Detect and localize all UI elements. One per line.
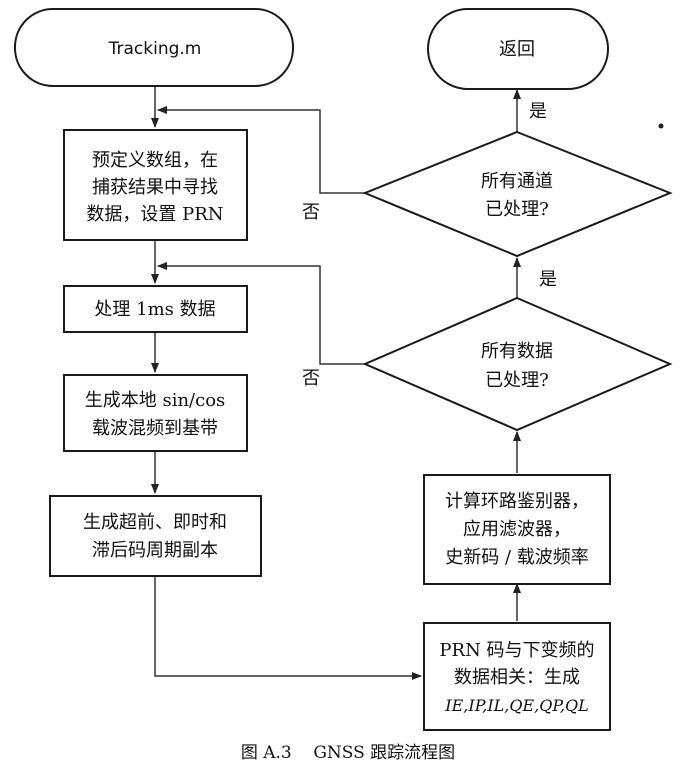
generate-local-line-2: 载波混频到基带 xyxy=(92,418,218,439)
edge-decision-channels-no xyxy=(157,106,365,194)
label-no-channels: 否 xyxy=(302,202,320,223)
loop-discriminator-line-3: 史新码 / 载波频率 xyxy=(445,547,589,568)
process-1ms-box: 处理 1ms 数据 xyxy=(63,285,248,333)
generate-local-line-1: 生成本地 sin/cos xyxy=(85,390,226,411)
loop-discriminator-line-1: 计算环路鉴别器， xyxy=(445,491,589,512)
decision-all-data-line-1: 所有数据 xyxy=(481,341,553,362)
predefine-box: 预定义数组，在 捕获结果中寻找 数据，设置 PRN xyxy=(63,129,248,241)
correlate-line-2: 数据相关：生成 xyxy=(454,667,580,688)
generate-codes-line-2: 滞后码周期副本 xyxy=(92,540,218,561)
process-1ms-label: 处理 1ms 数据 xyxy=(94,299,215,320)
decision-all-channels-line-1: 所有通道 xyxy=(481,171,553,192)
figure-caption: 图 A.3 GNSS 跟踪流程图 xyxy=(241,743,455,763)
label-yes-channels: 是 xyxy=(529,101,547,122)
predefine-line-1: 预定义数组，在 xyxy=(92,150,218,171)
loop-discriminator-line-2: 应用滤波器， xyxy=(463,519,571,540)
end-terminal: 返回 xyxy=(427,8,609,90)
loop-discriminator-box: 计算环路鉴别器， 应用滤波器， 史新码 / 载波频率 xyxy=(423,474,611,585)
label-no-data: 否 xyxy=(302,368,320,389)
label-yes-data: 是 xyxy=(539,269,557,290)
decision-all-data-line-2: 已处理? xyxy=(485,370,549,391)
correlate-line-3: IE,IP,IL,QE,QP,QL xyxy=(444,696,588,715)
predefine-line-3: 数据，设置 PRN xyxy=(86,204,223,225)
correlate-box: PRN 码与下变频的 数据相关：生成 IE,IP,IL,QE,QP,QL xyxy=(423,622,611,731)
decision-all-data: 所有数据 已处理? xyxy=(362,296,673,432)
generate-local-box: 生成本地 sin/cos 载波混频到基带 xyxy=(63,374,248,452)
generate-codes-box: 生成超前、即时和 滞后码周期副本 xyxy=(49,495,262,577)
decision-all-channels: 所有通道 已处理? xyxy=(362,130,673,258)
correlate-line-1: PRN 码与下变频的 xyxy=(439,640,594,661)
edge-decision-data-no xyxy=(157,262,365,365)
decision-all-channels-line-2: 已处理? xyxy=(485,199,549,220)
predefine-line-2: 捕获结果中寻找 xyxy=(92,177,218,198)
start-terminal: Tracking.m xyxy=(14,8,294,87)
end-label: 返回 xyxy=(499,39,535,60)
generate-codes-line-1: 生成超前、即时和 xyxy=(83,512,227,533)
start-label: Tracking.m xyxy=(108,39,202,59)
edge-generate-codes-to-correlate xyxy=(154,576,422,680)
scan-dot xyxy=(658,123,664,129)
